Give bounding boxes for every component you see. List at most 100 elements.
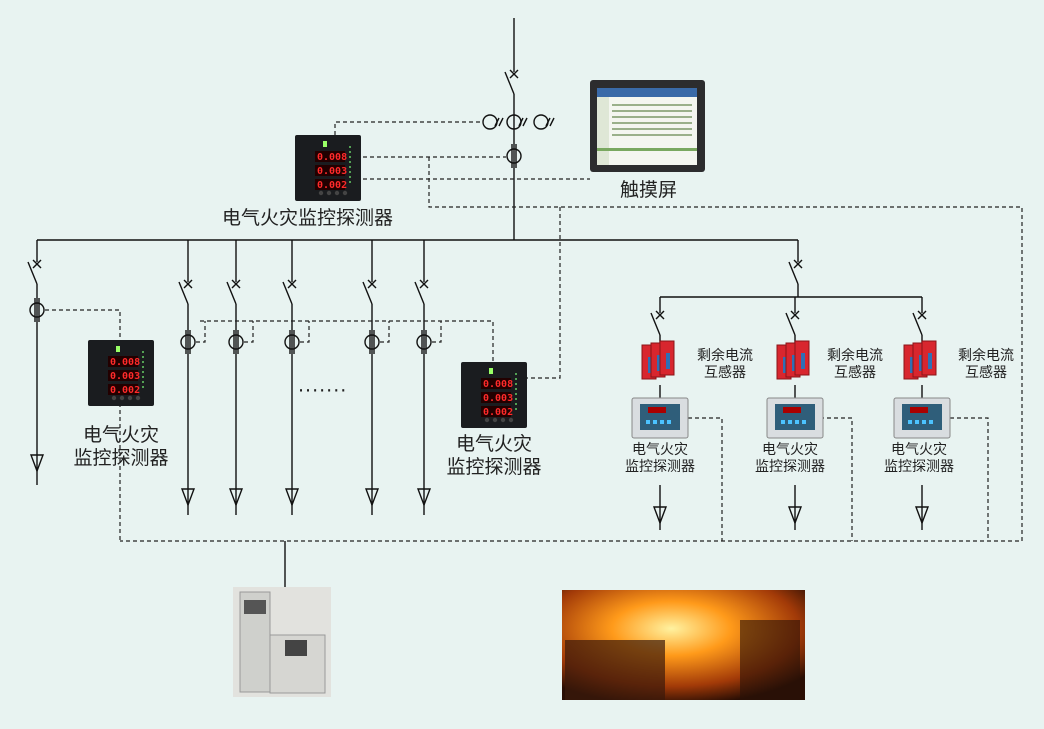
breaker-symbol: [178, 279, 193, 305]
meter-led: [489, 368, 493, 374]
detector-display: [783, 407, 801, 413]
signal-wire: [432, 321, 442, 343]
status-led: [142, 381, 144, 383]
detector-button: [660, 420, 664, 424]
meter-button: [508, 417, 514, 423]
more-feeders-ellipsis: ·······: [298, 380, 348, 402]
load-arrow-icon: [29, 454, 45, 473]
screen-row: [612, 116, 692, 118]
label-line2: 监控探测器: [755, 458, 825, 475]
status-led: [142, 371, 144, 373]
status-led: [142, 356, 144, 358]
signal-wire: [688, 417, 723, 541]
screen-row: [612, 122, 692, 124]
breaker-symbol: [282, 279, 297, 305]
detector-button: [908, 420, 912, 424]
label-line2: 互感器: [965, 364, 1007, 381]
meter-button: [119, 395, 125, 401]
fire-detector-module: [631, 397, 689, 439]
label-line2: 互感器: [834, 364, 876, 381]
ct-circle: [533, 114, 549, 130]
ct-circle: [364, 334, 380, 350]
ct-circle: [228, 334, 244, 350]
status-led: [349, 146, 351, 148]
status-led: [142, 351, 144, 353]
residual-current-transformer: [903, 340, 937, 380]
meter-reading: 0.008: [317, 152, 347, 163]
detector-button: [929, 420, 933, 424]
screen-header: [597, 88, 697, 97]
current-transformer-symbol: [180, 330, 196, 354]
meter-button: [326, 190, 332, 196]
screen-row: [612, 134, 692, 136]
left-meter-label: 电气火灾 监控探测器: [66, 424, 176, 470]
meter-button: [135, 395, 141, 401]
signal-wire: [334, 121, 482, 135]
load-arrow-icon: [652, 506, 668, 525]
meter-reading: 0.003: [317, 166, 347, 177]
meter-reading: 0.002: [483, 407, 513, 418]
breaker-blade: [178, 281, 189, 305]
meter-button: [334, 190, 340, 196]
meter-display: [315, 165, 345, 176]
power-lines: [27, 18, 930, 587]
right-fire-monitor-meter: 0.008 0.003 0.002: [461, 362, 527, 428]
signal-wire: [820, 417, 853, 541]
breaker-x: [790, 310, 800, 320]
breaker-blade: [650, 312, 661, 336]
signal-wire: [300, 321, 310, 343]
screen-row: [612, 128, 692, 130]
hash: [522, 117, 528, 127]
signal-wire: [200, 320, 494, 362]
load-arrow-icon: [787, 506, 803, 525]
ct-circle: [284, 334, 300, 350]
rct-label-strip: [928, 353, 932, 369]
breaker-x: [32, 259, 42, 269]
breaker-blade: [282, 281, 293, 305]
cabinet-screen: [244, 600, 266, 614]
status-led: [349, 166, 351, 168]
rct-label-2: 剩余电流互感器: [820, 348, 890, 382]
detector-display: [910, 407, 928, 413]
breaker-symbol: [362, 279, 377, 305]
status-led: [515, 398, 517, 400]
touchscreen-label: 触摸屏: [620, 179, 678, 201]
current-transformer-symbol: [284, 330, 300, 354]
status-led: [142, 361, 144, 363]
fire-detector-module: [766, 397, 824, 439]
signal-wire: [196, 321, 206, 343]
screen-sidebar: [597, 97, 609, 165]
rct-label-3: 剩余电流互感器: [951, 348, 1021, 382]
building-fire-image: [562, 590, 805, 700]
touchscreen-display: [597, 88, 697, 165]
status-led: [349, 181, 351, 183]
label-line2: 监控探测器: [73, 446, 169, 469]
signal-wire: [527, 207, 561, 379]
label-line1: 剩余电流: [958, 348, 1014, 364]
breaker-symbol: [650, 310, 665, 336]
label-line1: 电气火灾: [455, 433, 532, 455]
devices: 0.0080.0030.0020.0080.0030.0020.0080.003…: [88, 80, 951, 700]
label-line1: 电气火灾: [82, 424, 159, 446]
current-transformer-symbol: [506, 144, 522, 168]
breaker-x: [287, 279, 297, 289]
detector-button: [788, 420, 792, 424]
meter-display: [108, 356, 138, 367]
meter-reading: 0.003: [483, 393, 513, 404]
residual-current-transformer: [641, 340, 675, 380]
meter-button: [111, 395, 117, 401]
label-line1: 电气火灾: [632, 442, 688, 458]
meter-button: [500, 417, 506, 423]
breaker-blade: [362, 281, 373, 305]
label-line1: 剩余电流: [697, 348, 753, 364]
breaker-x: [655, 310, 665, 320]
status-led: [515, 388, 517, 390]
status-led: [515, 378, 517, 380]
status-led: [349, 161, 351, 163]
top-meter-label: 电气火灾监控探测器: [222, 207, 394, 229]
meter-display: [108, 370, 138, 381]
meter-reading: 0.008: [483, 379, 513, 390]
